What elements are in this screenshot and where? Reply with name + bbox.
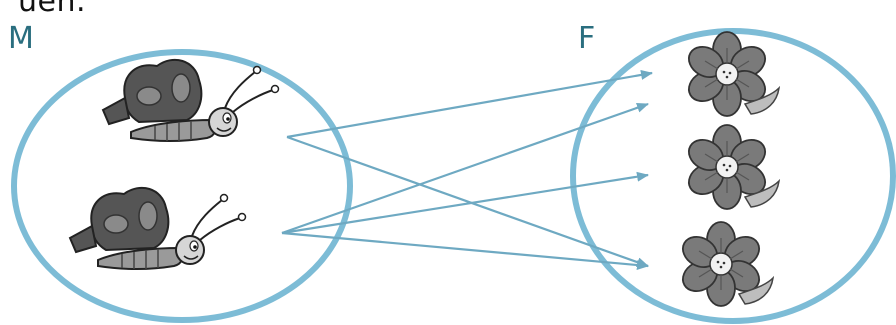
flower-2 [683,125,779,209]
flower-3 [677,222,773,306]
mapping-arrow-4 [282,175,648,233]
elements-layer [70,32,779,306]
mapping-arrow-1 [287,73,652,137]
mapping-arrow-3 [282,104,648,233]
butterfly-1 [103,60,279,141]
mapping-arrow-2 [287,137,648,266]
butterfly-2 [70,188,246,269]
flower-1 [683,32,779,116]
